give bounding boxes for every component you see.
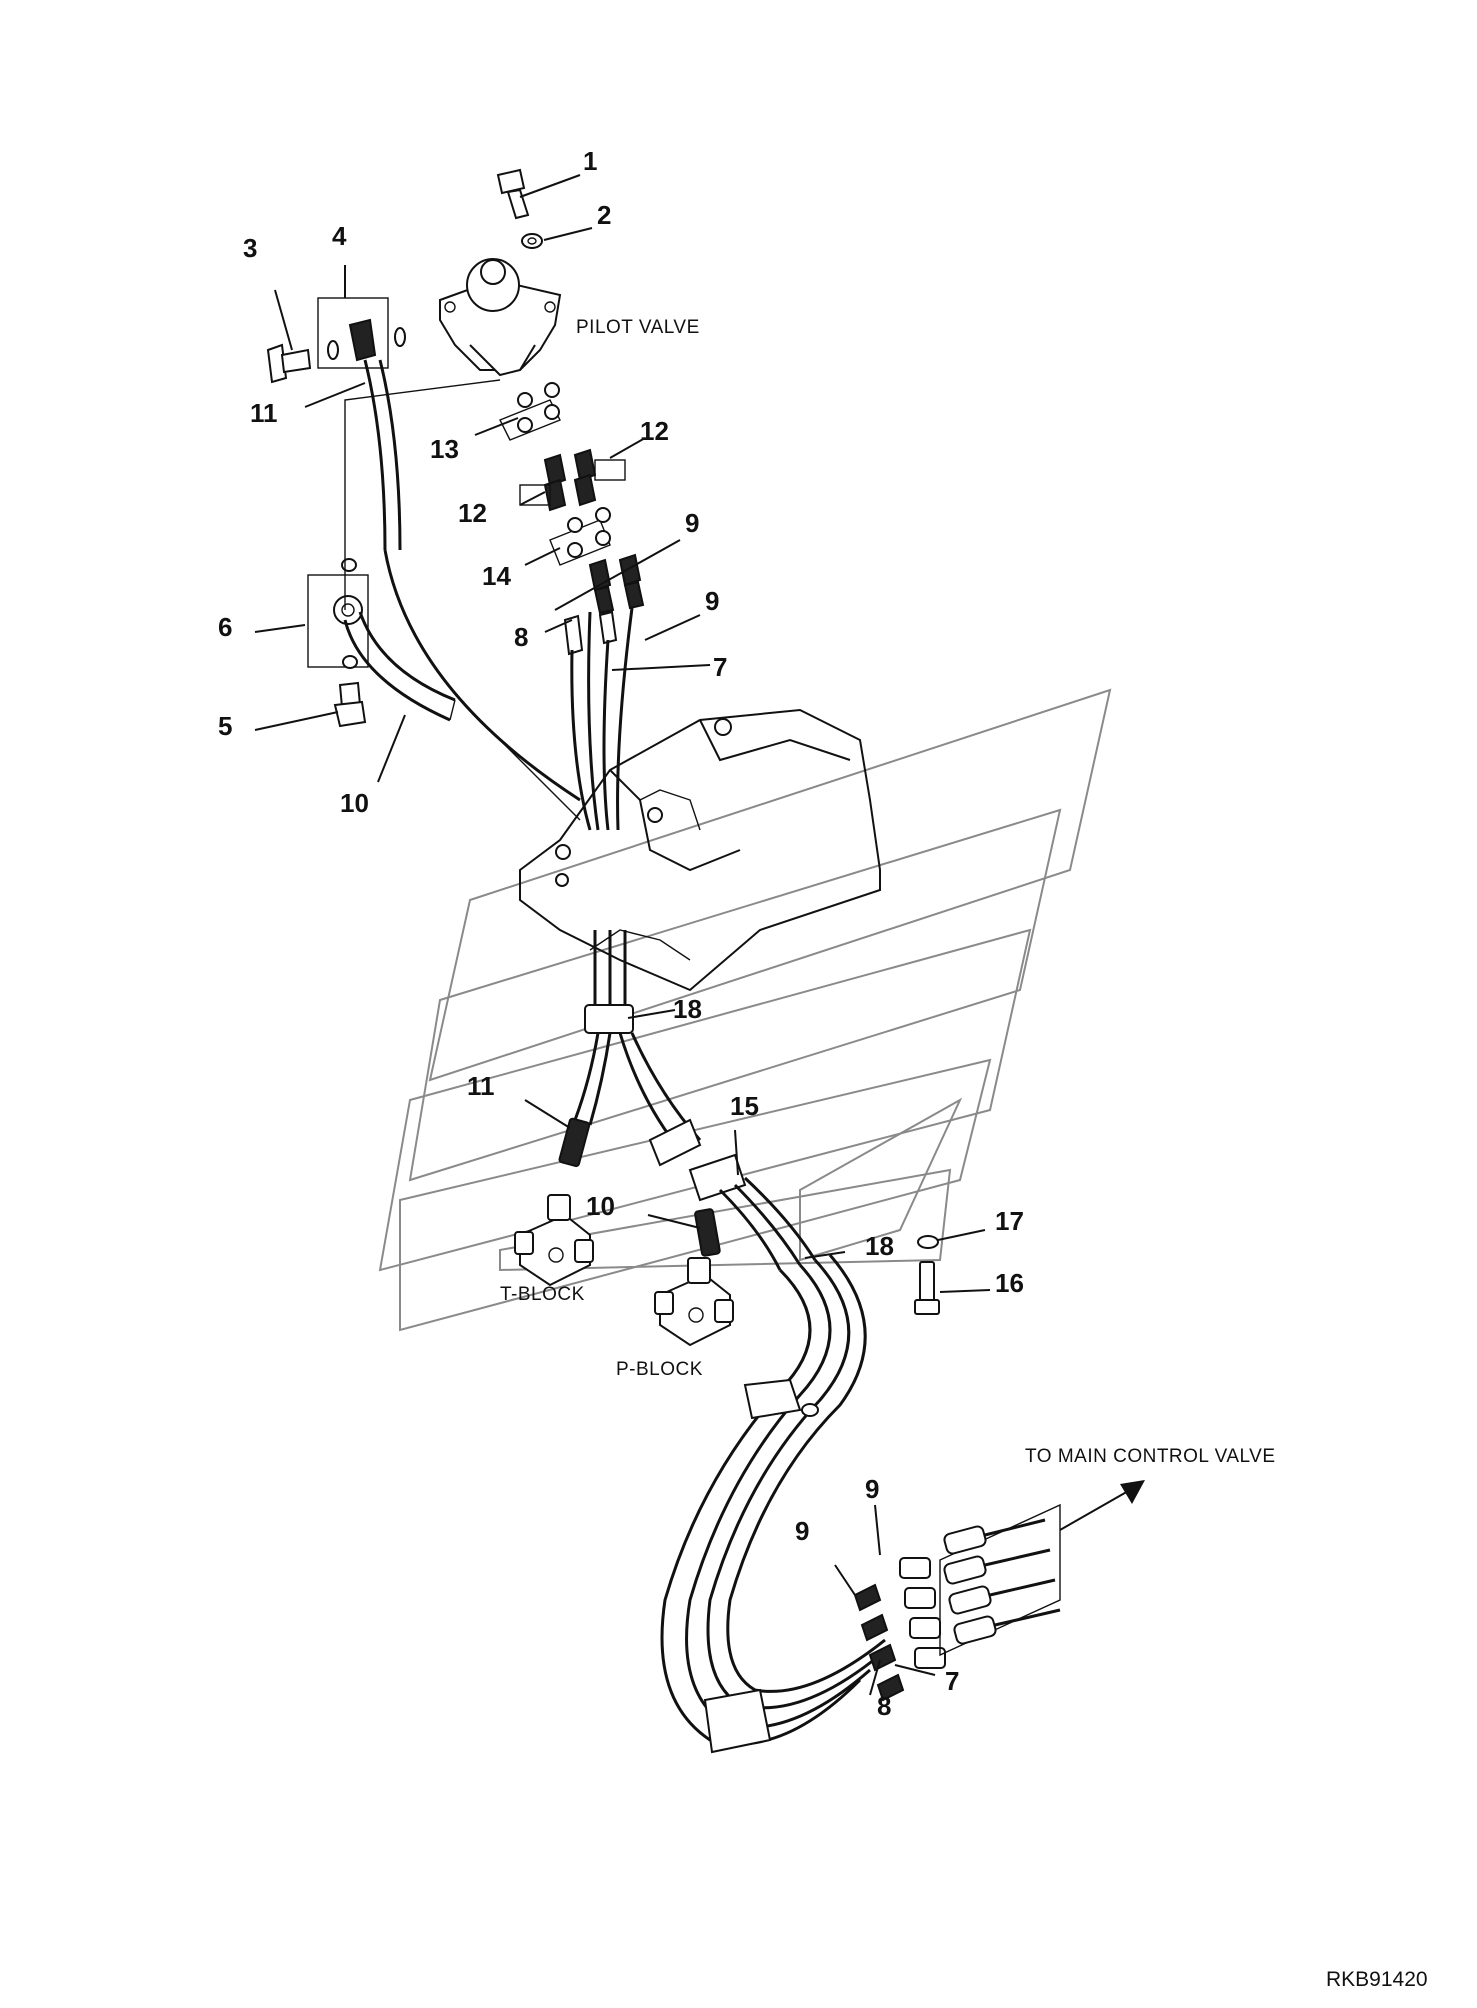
callout-12-left: 12 — [458, 498, 487, 528]
callout-13: 13 — [430, 434, 459, 464]
hose-fittings-upper — [563, 553, 645, 656]
hose-part-11-upper — [363, 359, 581, 802]
callout-14: 14 — [482, 561, 511, 591]
callout-numbers: 1 2 3 4 11 13 12 12 9 14 9 8 7 6 5 10 18… — [218, 146, 1024, 1721]
label-to-main-control-valve: TO MAIN CONTROL VALVE — [1025, 1446, 1276, 1467]
callout-6: 6 — [218, 612, 232, 642]
t-block — [514, 1194, 594, 1287]
bolt-part-16 — [914, 1261, 940, 1315]
pilot-valve — [439, 258, 562, 377]
arrow-to-main-control-valve — [1059, 1480, 1145, 1531]
pilot-hoses — [570, 607, 634, 831]
callout-10-lower: 10 — [586, 1191, 615, 1221]
callout-7-lower: 7 — [945, 1666, 959, 1696]
adapters-part-12 — [519, 448, 626, 512]
callout-10-upper: 10 — [340, 788, 369, 818]
callout-18-lower: 18 — [865, 1231, 894, 1261]
callout-18-upper: 18 — [673, 994, 702, 1024]
callout-3: 3 — [243, 233, 257, 263]
callout-9-lower-b: 9 — [795, 1516, 809, 1546]
callout-9-lower-a: 9 — [865, 1474, 879, 1504]
callout-8-lower: 8 — [877, 1691, 891, 1721]
p-block — [654, 1257, 734, 1347]
callout-5: 5 — [218, 711, 232, 741]
callout-16: 16 — [995, 1268, 1024, 1298]
callout-2: 2 — [597, 200, 611, 230]
callout-15: 15 — [730, 1091, 759, 1121]
bolt-part-1 — [496, 168, 530, 220]
end-fittings — [853, 1557, 946, 1702]
callout-leaders — [254, 174, 991, 1696]
label-pilot-valve: PILOT VALVE — [576, 317, 700, 338]
console-hoses — [558, 930, 817, 1271]
o-rings-part-14 — [549, 507, 611, 566]
washer-part-17 — [917, 1235, 939, 1249]
callout-9-upper-b: 9 — [705, 586, 719, 616]
fitting-part-4 — [317, 297, 406, 369]
console-box — [519, 708, 881, 992]
leader-lines-extra — [344, 379, 501, 610]
bolt-part-5 — [333, 681, 367, 728]
washer-part-2 — [521, 233, 543, 249]
callout-11-lower: 11 — [467, 1071, 495, 1101]
callout-4: 4 — [332, 221, 347, 251]
callout-9-upper-a: 9 — [685, 508, 699, 538]
callout-17: 17 — [995, 1206, 1024, 1236]
hose-part-10-upper — [343, 611, 581, 821]
callout-1: 1 — [583, 146, 597, 176]
callout-8-upper: 8 — [514, 622, 528, 652]
callout-12-right: 12 — [640, 416, 669, 446]
drawing-code: RKB91420 — [1326, 1968, 1428, 1991]
label-p-block: P-BLOCK — [616, 1359, 703, 1380]
main-control-valve-connectors — [939, 1503, 1061, 1657]
main-hose-bundle — [660, 1254, 886, 1754]
o-rings-part-13 — [499, 382, 561, 441]
bolt-part-3 — [266, 343, 312, 384]
fitting-part-6 — [307, 558, 369, 669]
callout-11-upper: 11 — [250, 398, 278, 428]
label-t-block: T-BLOCK — [500, 1284, 585, 1305]
callout-7-upper: 7 — [713, 652, 727, 682]
watermark-logo — [378, 688, 1112, 1332]
